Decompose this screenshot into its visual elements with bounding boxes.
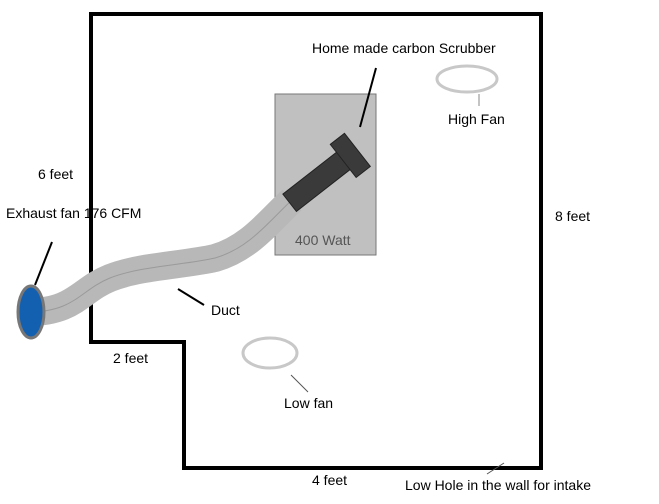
exhaust-fan-icon: [16, 284, 46, 340]
scrubber-leader: [359, 67, 377, 128]
step-width-label: 2 feet: [113, 350, 148, 366]
low-fan-label: Low fan: [284, 395, 333, 411]
duct-edge: [27, 199, 293, 313]
room-outline: [89, 12, 543, 470]
carbon-scrubber: [282, 132, 372, 213]
low-fan-leader: [290, 374, 309, 393]
low-fan-icon: [241, 336, 299, 370]
right-height-label: 8 feet: [555, 208, 590, 224]
high-fan-icon: [435, 64, 499, 94]
duct-leader: [177, 288, 205, 306]
left-height-label: 6 feet: [38, 166, 73, 182]
intake-leader: [486, 462, 505, 475]
exhaust-fan-label: Exhaust fan 176 CFM: [6, 205, 141, 221]
exhaust-leader: [34, 241, 53, 286]
light-label: 400 Watt: [295, 232, 351, 248]
duct-label: Duct: [211, 302, 240, 318]
high-fan-label: High Fan: [448, 111, 505, 127]
bottom-width-label: 4 feet: [312, 472, 347, 488]
intake-label: Low Hole in the wall for intake: [405, 477, 591, 493]
scrubber-label: Home made carbon Scrubber: [312, 40, 496, 56]
